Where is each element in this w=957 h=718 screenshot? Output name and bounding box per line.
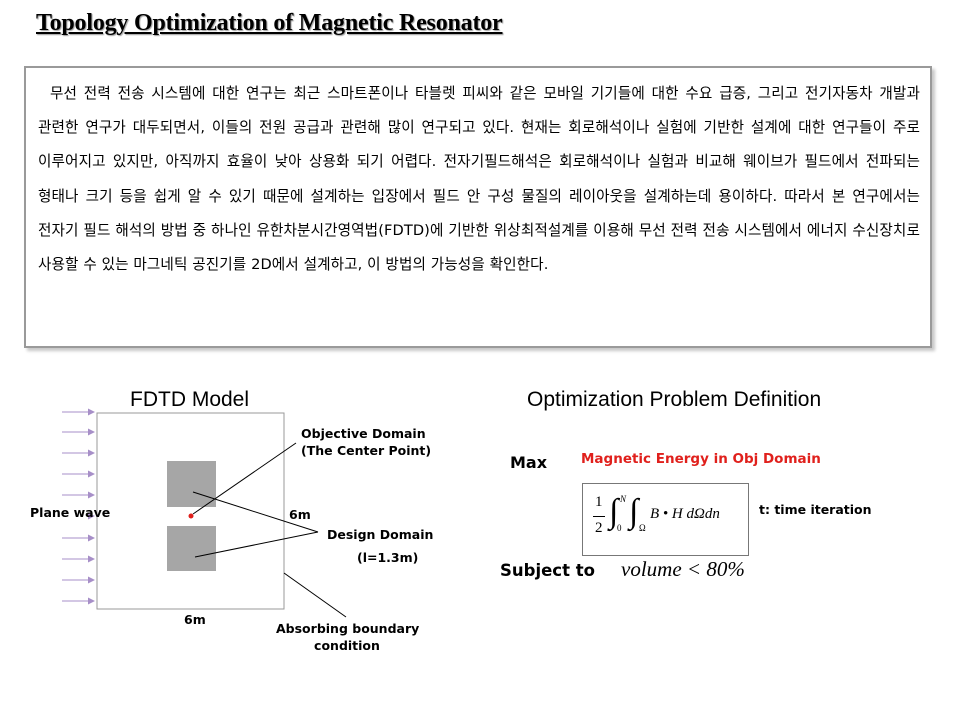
design-domain-upper	[167, 461, 216, 507]
objective-domain-label: Objective Domain (The Center Point)	[301, 425, 431, 459]
max-label: Max	[510, 453, 548, 472]
lower-limit: 0	[617, 523, 622, 533]
absorbing-line2: condition	[314, 638, 380, 653]
fraction-numerator: 1	[595, 494, 603, 510]
volume-constraint: volume < 80%	[621, 557, 745, 581]
abstract-text: 무선 전력 전송 시스템에 대한 연구는 최근 스마트폰이나 타블렛 피씨와 같…	[38, 85, 920, 274]
time-iteration-note: t: time iteration	[759, 502, 872, 517]
design-domain-size-label: (l=1.3m)	[357, 550, 419, 565]
objective-domain-line2: (The Center Point)	[301, 443, 432, 458]
objective-domain-line1: Objective Domain	[301, 426, 426, 441]
fdtd-heading: FDTD Model	[130, 388, 250, 411]
size-right-label: 6m	[289, 507, 311, 522]
plane-wave-label: Plane wave	[30, 505, 111, 520]
page-title: Topology Optimization of Magnetic Resona…	[36, 10, 503, 36]
absorbing-boundary-label: Absorbing boundary condition	[276, 620, 420, 654]
upper-limit: N	[620, 494, 627, 504]
design-domain-label: Design Domain	[327, 527, 434, 542]
absorbing-leader-line	[283, 572, 347, 618]
integrand: B • H dΩdn	[650, 506, 720, 522]
objective-formula: 1 2 ∫ N 0 ∫ Ω B • H dΩdn	[582, 483, 749, 556]
integral-sign-time: ∫	[609, 493, 619, 530]
optimization-heading: Optimization Problem Definition	[527, 388, 822, 411]
absorbing-line1: Absorbing boundary	[276, 621, 420, 636]
simulation-boundary	[96, 412, 285, 610]
design-leader-line-lower	[194, 531, 319, 558]
integral-sign-domain: ∫	[629, 493, 639, 530]
objective-leader-line	[192, 442, 297, 515]
size-bottom-label: 6m	[184, 612, 206, 627]
domain-limit: Ω	[639, 523, 646, 533]
subject-to-label: Subject to	[500, 561, 595, 580]
fraction-bar	[593, 516, 605, 517]
objective-center-point	[188, 513, 194, 519]
objective-text: Magnetic Energy in Obj Domain	[581, 451, 821, 467]
design-domain-lower	[167, 526, 216, 571]
fraction-denominator: 2	[595, 520, 603, 536]
abstract-box: 무선 전력 전송 시스템에 대한 연구는 최근 스마트폰이나 타블렛 피씨와 같…	[24, 66, 932, 348]
